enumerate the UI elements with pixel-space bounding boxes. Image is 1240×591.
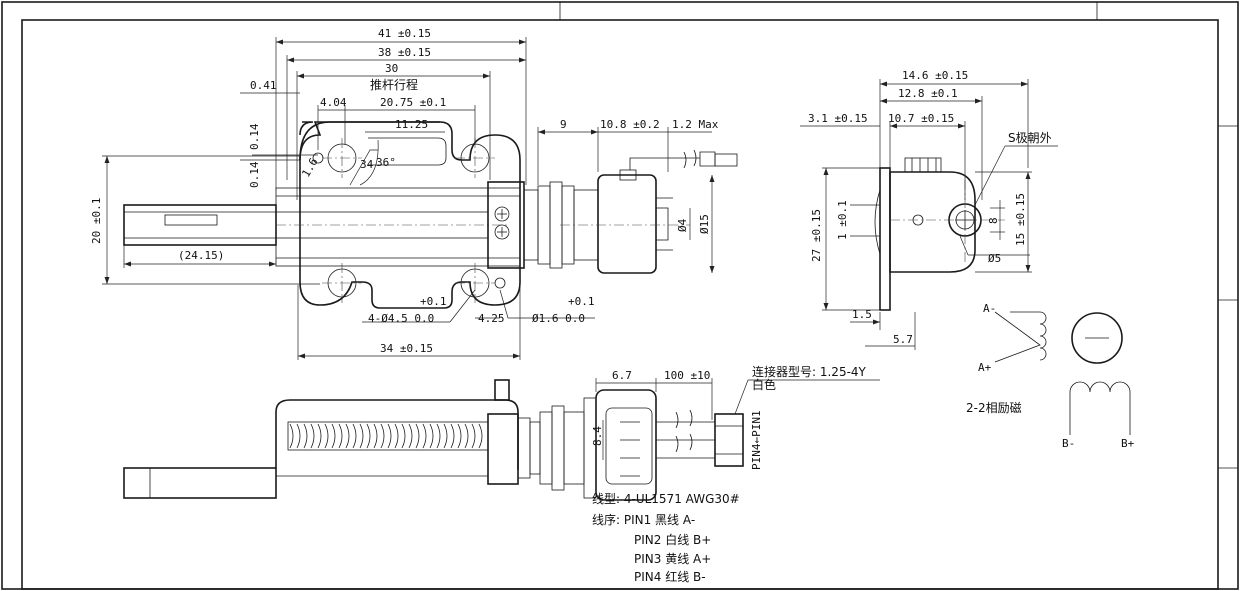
thread-coil (373, 423, 378, 449)
dim-107: 10.7 ±0.15 (888, 112, 954, 125)
thread-coil (422, 423, 427, 449)
thread-coil (450, 423, 455, 449)
thread-coil (366, 423, 371, 449)
dim-12max: 1.2 Max (672, 118, 719, 131)
dim-108: 10.8 ±0.2 (600, 118, 660, 131)
dim-2075: 20.75 ±0.1 (380, 96, 446, 109)
dim-100: 100 ±10 (664, 369, 710, 382)
mounting-plate (299, 121, 521, 309)
dim-67: 6.7 (612, 369, 632, 382)
thread-coil (359, 423, 364, 449)
stroke-label: 推杆行程 (370, 77, 418, 92)
dim-phi5: Ø5 (988, 252, 1001, 265)
dim-1125: 11.25 (395, 118, 428, 131)
dim-phi4: Ø4 (676, 218, 689, 232)
thread-coil (310, 423, 315, 449)
hole-right-label: Ø1.6 0.0 (532, 312, 585, 325)
dim-57: 5.7 (893, 333, 913, 346)
thread-coil (443, 423, 448, 449)
dim-84: 8.4 (591, 426, 604, 446)
thread-coil (408, 423, 413, 449)
thread-coil (289, 423, 294, 449)
thread-coil (464, 423, 469, 449)
dim-phi15: Ø15 (698, 214, 711, 234)
b-minus: B- (1062, 437, 1075, 450)
dim-014a: 0.14 (248, 123, 261, 150)
hole-left-label: 4-Ø4.5 0.0 (368, 312, 434, 325)
wire-pin4: PIN4 红线 B- (634, 569, 706, 584)
dim-16: 1.6 (299, 156, 320, 180)
dim-146: 14.6 ±0.15 (902, 69, 968, 82)
dim-128: 12.8 ±0.1 (898, 87, 958, 100)
coil-schematic: A- A+ B- B+ 2-2相励磁 (966, 302, 1135, 450)
thread-coil (415, 423, 420, 449)
dim-30: 30 (385, 62, 398, 75)
thread-coil (331, 423, 336, 449)
thread-coil (303, 423, 308, 449)
lead-screw-thread (289, 423, 483, 449)
thread-coil (429, 423, 434, 449)
wire-order: 线序: PIN1 黑线 A- (592, 512, 695, 527)
dim-34b: 34 ±0.15 (380, 342, 433, 355)
thread-coil (478, 423, 483, 449)
thread-coil (296, 423, 301, 449)
thread-coil (317, 423, 322, 449)
thread-coil (394, 423, 399, 449)
thread-coil (436, 423, 441, 449)
thread-coil (457, 423, 462, 449)
dim-014b: 0.14 (248, 161, 261, 188)
dim-9: 9 (560, 118, 567, 131)
excitation-label: 2-2相励磁 (966, 400, 1022, 415)
thread-coil (401, 423, 406, 449)
pin-label: PIN4←PIN1 (750, 410, 763, 470)
dim-38: 38 ±0.15 (378, 46, 431, 59)
thread-coil (380, 423, 385, 449)
dim-041: 0.41 (250, 79, 277, 92)
bottom-view: 6.7 100 ±10 连接器型号: 1.25-4Y 白色 PIN4←PIN1 … (123, 364, 880, 501)
a-minus: A- (983, 302, 996, 315)
dim-31: 3.1 ±0.15 (808, 112, 868, 125)
thread-coil (387, 423, 392, 449)
top-view: 41 ±0.15 38 ±0.15 30 推杆行程 0.41 4.04 20.7… (90, 27, 738, 360)
thread-coil (345, 423, 350, 449)
dim-20: 20 ±0.1 (90, 198, 103, 244)
wire-pin2: PIN2 白线 B+ (634, 532, 711, 547)
dim-27: 27 ±0.15 (810, 209, 823, 262)
wire-type: 线型: 4-UL1571 AWG30# (592, 492, 740, 506)
connector-label: 连接器型号: 1.25-4Y (752, 364, 867, 379)
dim-404: 4.04 (320, 96, 347, 109)
dim-425: 4.25 (478, 312, 505, 325)
thread-coil (352, 423, 357, 449)
thread-coil (338, 423, 343, 449)
side-view: 14.6 ±0.15 12.8 ±0.1 3.1 ±0.15 10.7 ±0.1… (800, 69, 1058, 350)
dim-8: 8 (987, 217, 1000, 224)
dim-15: 15 ±0.15 (1014, 193, 1027, 246)
wire-spec: 线型: 4-UL1571 AWG30# 线序: PIN1 黑线 A- PIN2 … (592, 492, 740, 584)
dim-36deg: 36° (376, 156, 396, 169)
a-plus: A+ (978, 361, 992, 374)
dim-overall: 41 ±0.15 (378, 27, 431, 40)
thread-coil (324, 423, 329, 449)
thread-coil (471, 423, 476, 449)
dim-15b: 1.5 (852, 308, 872, 321)
s-pole-label: S极朝外 (1008, 131, 1052, 145)
connector-color: 白色 (752, 377, 776, 392)
dim-2415: (24.15) (178, 249, 224, 262)
hole-right-tol: +0.1 (568, 295, 595, 308)
dim-34: 34 (360, 158, 374, 171)
b-plus: B+ (1121, 437, 1135, 450)
wire-pin3: PIN3 黄线 A+ (634, 552, 711, 566)
hole-left-tol: +0.1 (420, 295, 447, 308)
dim-1: 1 ±0.1 (836, 200, 849, 240)
